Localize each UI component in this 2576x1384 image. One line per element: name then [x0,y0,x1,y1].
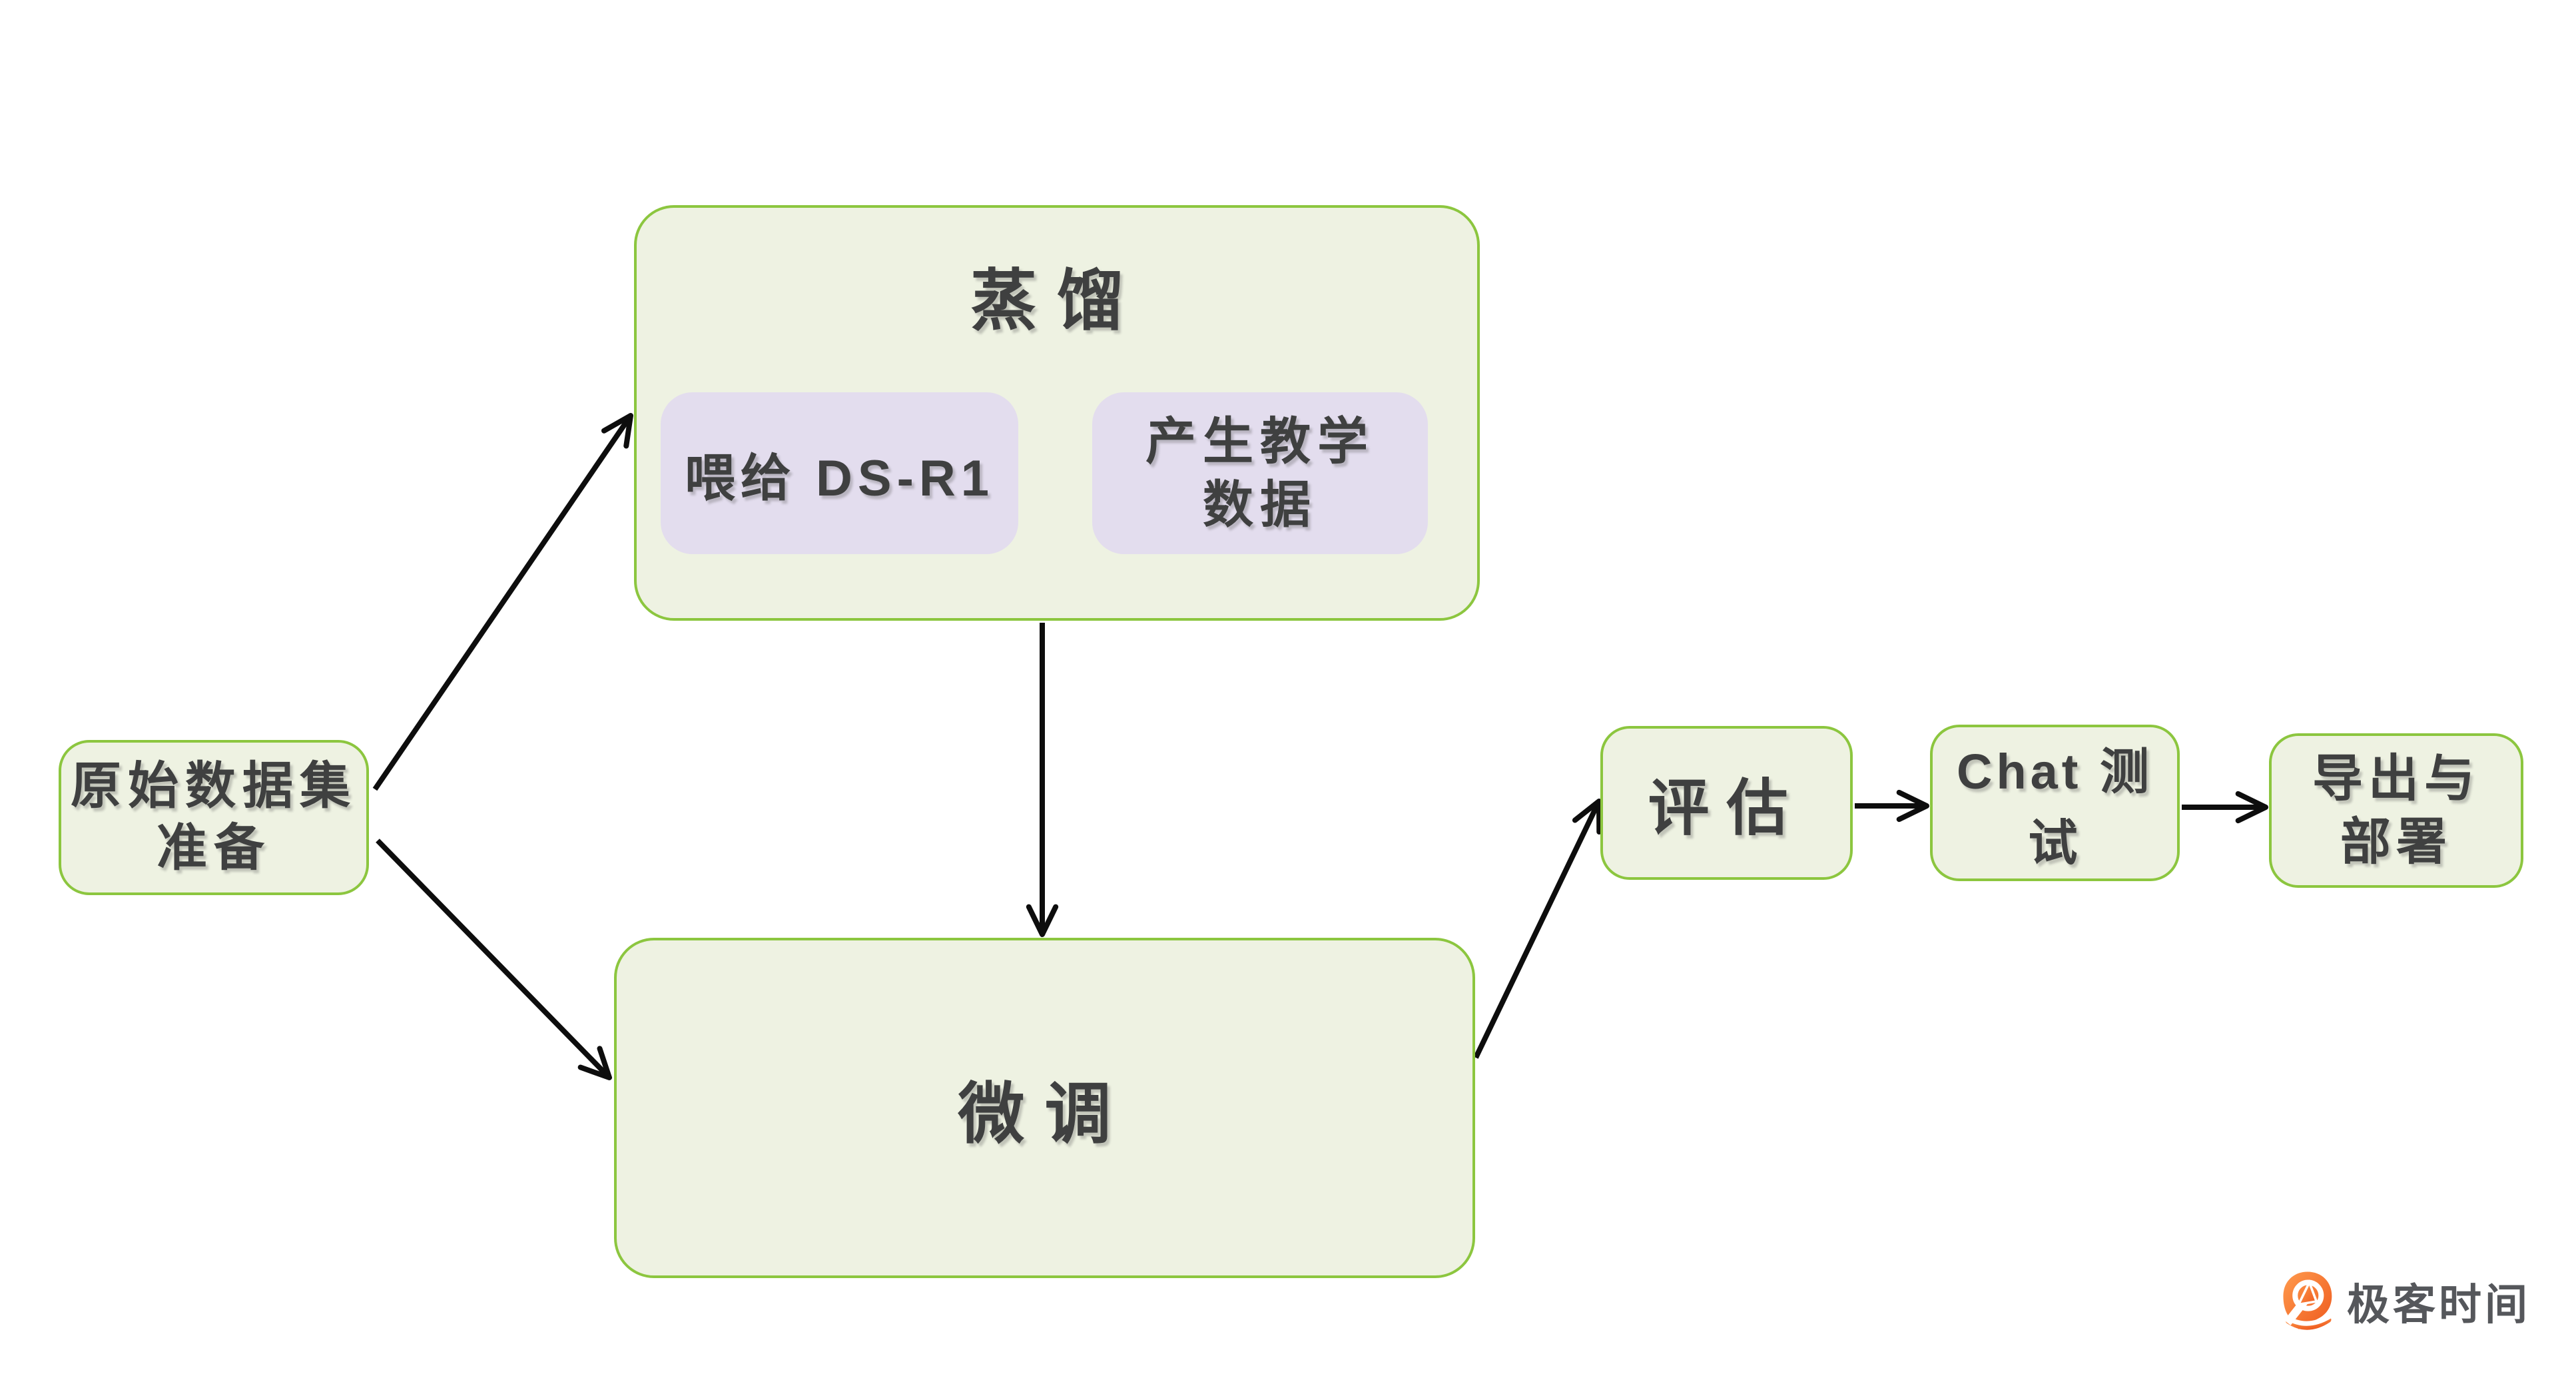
node-dataset-preparation: 原始数据集 准备 [59,740,369,895]
node-dataset-label-line1: 原始数据集 [71,757,357,815]
edge-head-chat-to-export [2235,791,2268,824]
node-evaluation: 评估 [1600,726,1853,880]
node-export-deploy: 导出与 部署 [2269,733,2523,888]
edge-head-dataset-to-distill [601,413,633,449]
node-eval-label: 评估 [1648,775,1805,843]
edge-head-finetune-to-eval [1572,799,1602,835]
node-export-label-line1: 导出与 [2312,751,2480,807]
node-distillation-title: 蒸馏 [970,264,1143,338]
edge-head-distill-to-finetune [1026,904,1059,937]
node-feed-ds-r1: 喂给 DS-R1 [661,392,1018,554]
edge-head-eval-to-chat [1896,789,1929,823]
node-chat-label: Chat 测试 [1957,743,2153,870]
geektime-logo-text: 极客时间 [2347,1281,2531,1329]
edge-dataset-to-distill [372,416,632,791]
node-teach-label-line2: 数据 [1203,476,1317,533]
edge-head-dataset-to-finetune [577,1046,612,1080]
node-finetune-title: 微调 [958,1077,1131,1152]
node-teach-label-line1: 产生教学 [1145,413,1375,470]
node-distillation-group: 蒸馏 喂给 DS-R1 产生教学 数据 [634,205,1480,621]
node-feed-label: 喂给 DS-R1 [684,450,995,507]
node-dataset-label-line2: 准备 [157,819,271,876]
node-generate-teaching-data: 产生教学 数据 [1092,392,1428,554]
geektime-pin-icon [2283,1271,2333,1330]
node-chat-test: Chat 测试 [1930,725,2180,881]
geektime-logo: 极客时间 [2280,1269,2531,1333]
edge-finetune-to-eval [1473,802,1600,1059]
edge-dataset-to-finetune [376,839,610,1078]
node-finetune: 微调 [614,938,1475,1278]
node-export-label-line2: 部署 [2340,814,2452,870]
